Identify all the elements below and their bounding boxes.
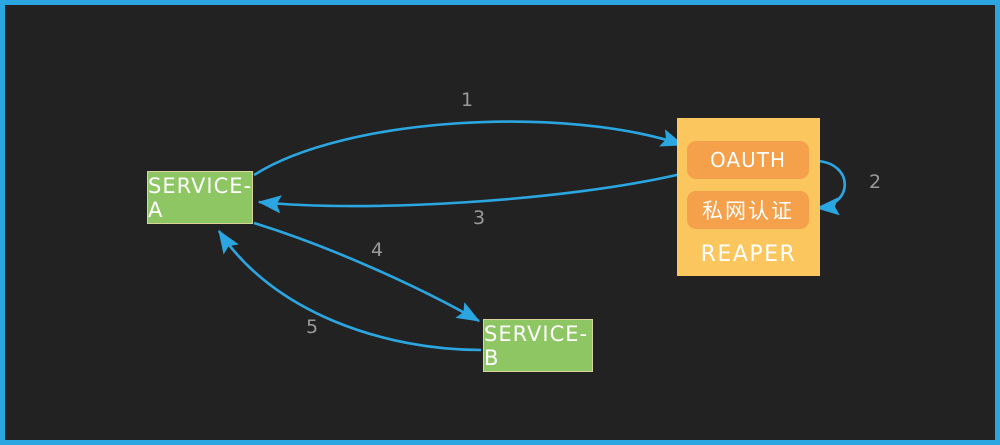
edge-1-path [253, 120, 685, 177]
edge-label-1: 1 [461, 89, 474, 111]
node-service-b[interactable]: SERVICE-B [483, 319, 593, 372]
node-private-auth[interactable]: 私网认证 [687, 191, 809, 229]
node-private-auth-label: 私网认证 [702, 199, 794, 223]
node-oauth[interactable]: OAUTH [687, 141, 809, 179]
edge-2-path [794, 150, 846, 216]
edge-3-path [257, 172, 682, 214]
node-oauth-label: OAUTH [710, 148, 786, 172]
node-service-a-label: SERVICE-A [148, 173, 253, 222]
node-service-a[interactable]: SERVICE-A [147, 171, 253, 224]
node-service-b-label: SERVICE-B [484, 321, 589, 370]
edge-label-5: 5 [306, 316, 319, 338]
diagram-edges-layer [217, 120, 846, 352]
edge-label-2: 2 [869, 171, 882, 193]
node-reaper-label: REAPER [700, 242, 797, 267]
edge-label-4: 4 [371, 239, 384, 261]
edge-5-path [217, 229, 482, 352]
edge-4-path [253, 221, 481, 323]
edge-label-3: 3 [473, 207, 486, 229]
